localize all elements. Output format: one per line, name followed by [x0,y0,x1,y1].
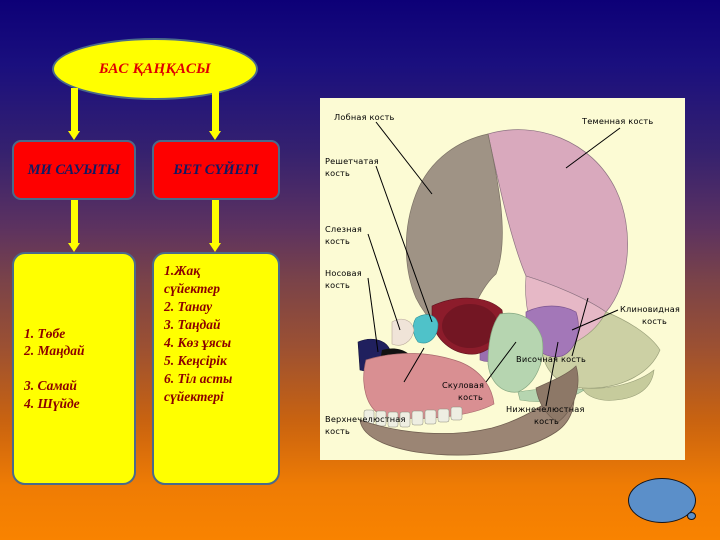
leader-lines [367,121,621,407]
arrow-brain-to-list [68,200,81,252]
label-maxilla-bone-line2: кость [325,426,350,436]
leader-frontal [375,121,433,195]
flowchart-title-node[interactable]: БАС ҚАҢҚАСЫ [52,38,258,100]
label-zygomatic-bone-line1: Скуловая [442,380,484,390]
label-ethmoid-bone-line1: Решетчатая [325,156,379,166]
leader-temporal [571,297,589,357]
label-nasal-bone-line1: Носовая [325,268,362,278]
orbit-cavity [442,304,498,348]
label-ethmoid-bone-line2: кость [325,168,350,178]
leader-mandible [545,341,559,407]
arrow-head [209,243,221,252]
leader-nasal [367,277,379,353]
arrow-stem [212,88,219,131]
flowchart-list-facial-bone-label: 1.Жақ сүйектер 2. Танау 3. Таңдай 4. Көз… [164,263,233,404]
arrow-face-to-list [209,200,222,252]
bone-temporal-process [581,369,655,401]
bone-zygomatic [487,312,544,393]
arrow-stem [71,200,78,243]
arrow-title-to-brain [68,88,81,140]
label-parietal-bone: Теменная кость [581,116,653,126]
bone-ethmoid [412,314,439,344]
leader-lacrimal [367,233,401,331]
bone-maxilla [363,353,495,419]
label-maxilla-bone-line1: Верхнечелюстная [325,414,406,424]
mandible-ramus [535,365,579,423]
flowchart-title-label: БАС ҚАҢҚАСЫ [98,60,211,77]
bone-mandible [359,381,575,456]
leader-parietal [565,127,621,169]
label-temporal-bone: Височная кость [516,354,586,364]
arrow-head [68,131,80,140]
flowchart-list-brain-case-label: 1. Төбе 2. Маңдай 3. Самай 4. Шүйде [24,325,85,411]
label-sphenoid-bone-line1: Клиновидная [620,304,680,314]
label-lacrimal-bone-line1: Слезная [325,224,362,234]
label-mandible-bone-line2: кость [534,416,559,426]
arrow-stem [71,88,78,131]
bone-parietal [487,129,628,313]
flowchart-node-brain-case-label: МИ САУЫТЫ [27,161,121,178]
callout-bubble-tail [687,512,696,520]
flowchart-node-facial-bone[interactable]: БЕТ СҮЙЕГІ [152,140,280,200]
flowchart-list-facial-bone[interactable]: 1.Жақ сүйектер 2. Танау 3. Таңдай 4. Көз… [152,252,280,485]
flowchart-node-facial-bone-label: БЕТ СҮЙЕГІ [173,161,259,178]
callout-bubble[interactable] [628,478,696,523]
leader-zygomatic [485,341,517,383]
label-frontal-bone: Лобная кость [334,112,395,122]
flowchart-node-brain-case[interactable]: МИ САУЫТЫ [12,140,136,200]
leader-maxilla [403,347,425,383]
arrow-head [68,243,80,252]
label-lacrimal-bone-line2: кость [325,236,350,246]
label-sphenoid-bone-line2: кость [642,316,667,326]
label-nasal-bone-line2: кость [325,280,350,290]
flowchart-list-brain-case[interactable]: 1. Төбе 2. Маңдай 3. Самай 4. Шүйде [12,252,136,485]
bone-lacrimal [391,318,415,346]
label-mandible-bone-line1: Нижнечелюстная [506,404,585,414]
arrow-stem [212,200,219,243]
arrow-head [209,131,221,140]
leader-ethmoid [375,165,433,323]
arrow-title-to-face [209,88,222,140]
upper-teeth [363,406,463,428]
skull-anatomy-figure: Лобная кость Теменная кость Решетчатая к… [320,98,685,460]
label-zygomatic-bone-line2: кость [458,392,483,402]
skull-illustration [357,129,661,456]
